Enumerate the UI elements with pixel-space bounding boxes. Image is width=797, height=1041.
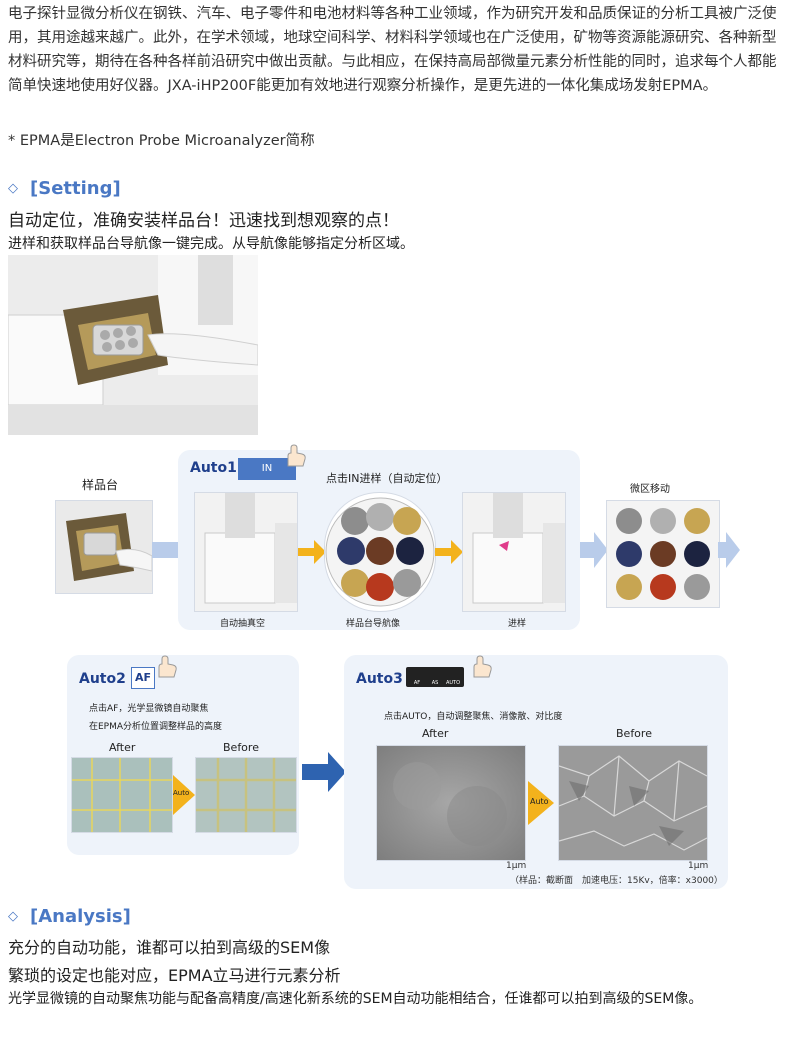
auto3-panel: Auto3 AF AS AUTO 点击AUTO，自动调整聚焦、消像散、对比度 A… bbox=[344, 655, 728, 889]
auto3-as-button[interactable]: AS bbox=[431, 680, 439, 686]
auto3-after-image bbox=[376, 745, 526, 861]
step-navigation-label: 样品台导航像 bbox=[346, 619, 401, 629]
auto1-caption: 点击IN进样（自动定位） bbox=[326, 472, 448, 485]
auto3-title: Auto3 bbox=[356, 671, 403, 687]
step-insert-photo bbox=[462, 492, 566, 612]
analysis-line2: 繁琐的设定也能对应，EPMA立马进行元素分析 bbox=[8, 966, 341, 985]
auto3-auto-button[interactable]: AUTO bbox=[445, 680, 461, 686]
auto2-panel: Auto2 AF 点击AF，光学显微镜自动聚焦 在EPMA分析位置调整样品的高度… bbox=[67, 655, 299, 855]
auto3-after-label: After bbox=[422, 727, 449, 740]
auto3-scale1: 1μm bbox=[506, 861, 527, 871]
auto2-af-button[interactable]: AF bbox=[131, 667, 155, 689]
step-vacuum-photo bbox=[194, 492, 298, 612]
analysis-line1: 充分的自动功能，谁都可以拍到高级的SEM像 bbox=[8, 938, 331, 957]
setting-heading: ◇ [Setting] bbox=[8, 178, 121, 199]
pointer-hand-icon bbox=[473, 655, 492, 678]
auto3-scale2: 1μm bbox=[688, 861, 709, 871]
auto2-arrow-label: Auto bbox=[173, 789, 190, 797]
auto2-after-image bbox=[71, 757, 173, 833]
epma-note: * EPMA是Electron Probe Microanalyzer简称 bbox=[8, 133, 315, 149]
auto1-title: Auto1 bbox=[190, 460, 237, 476]
arrow-yellow-icon bbox=[435, 540, 463, 564]
auto2-line2: 在EPMA分析位置调整样品的高度 bbox=[89, 722, 223, 732]
auto2-before-label: Before bbox=[223, 741, 259, 754]
auto2-before-image bbox=[195, 757, 297, 833]
micro-move-image bbox=[606, 500, 720, 608]
auto3-af-button[interactable]: AF bbox=[413, 680, 421, 686]
auto-arrow-yellow-icon bbox=[173, 775, 195, 815]
analysis-line3: 光学显微镜的自动聚焦功能与配备高精度/高速化新系统的SEM自动功能相结合，任谁都… bbox=[8, 991, 703, 1007]
auto3-button-group: AF AS AUTO bbox=[406, 667, 464, 687]
auto2-title: Auto2 bbox=[79, 671, 126, 687]
step-vacuum-label: 自动抽真空 bbox=[220, 619, 266, 629]
auto3-before-label: Before bbox=[616, 727, 652, 740]
auto2-line1: 点击AF，光学显微镜自动聚焦 bbox=[89, 704, 209, 714]
auto3-arrow-label: Auto bbox=[530, 797, 549, 806]
navigation-image bbox=[324, 492, 436, 612]
auto1-in-button[interactable]: IN bbox=[238, 458, 296, 480]
diamond-icon: ◇ bbox=[8, 909, 18, 924]
auto2-after-label: After bbox=[109, 741, 136, 754]
intro-paragraph: 电子探针显微分析仪在钢铁、汽车、电子零件和电池材料等各种工业领域，作为研究开发和… bbox=[8, 6, 777, 94]
setting-heading-text: [Setting] bbox=[30, 178, 121, 199]
arrow-dark-icon bbox=[302, 752, 346, 792]
auto3-footnote: （样品：截断面 加速电压：15Kv，倍率：x3000） bbox=[510, 876, 723, 886]
arrow-yellow-icon bbox=[298, 540, 326, 564]
instrument-photo bbox=[8, 255, 258, 435]
arrow-light-icon bbox=[718, 532, 740, 568]
setting-lead: 自动定位，准确安装样品台！迅速找到想观察的点！ bbox=[8, 211, 399, 231]
auto3-line1: 点击AUTO，自动调整聚焦、消像散、对比度 bbox=[384, 712, 563, 722]
auto1-panel: Auto1 IN 点击IN进样（自动定位） 自动抽真空 bbox=[178, 444, 580, 630]
holder-photo bbox=[55, 500, 153, 594]
step-insert-label: 进样 bbox=[508, 619, 527, 629]
holder-label: 样品台 bbox=[82, 478, 119, 492]
auto-arrow-yellow-icon bbox=[528, 781, 554, 825]
diamond-icon: ◇ bbox=[8, 181, 18, 196]
analysis-heading: ◇ [Analysis] bbox=[8, 906, 131, 927]
analysis-heading-text: [Analysis] bbox=[30, 906, 131, 927]
micro-move-label: 微区移动 bbox=[630, 484, 670, 495]
pointer-hand-icon bbox=[287, 444, 306, 467]
arrow-light-icon bbox=[580, 532, 608, 568]
setting-sub: 进样和获取样品台导航像一键完成。从导航像能够指定分析区域。 bbox=[8, 236, 414, 252]
pointer-hand-icon bbox=[158, 655, 177, 678]
auto3-before-image bbox=[558, 745, 708, 861]
